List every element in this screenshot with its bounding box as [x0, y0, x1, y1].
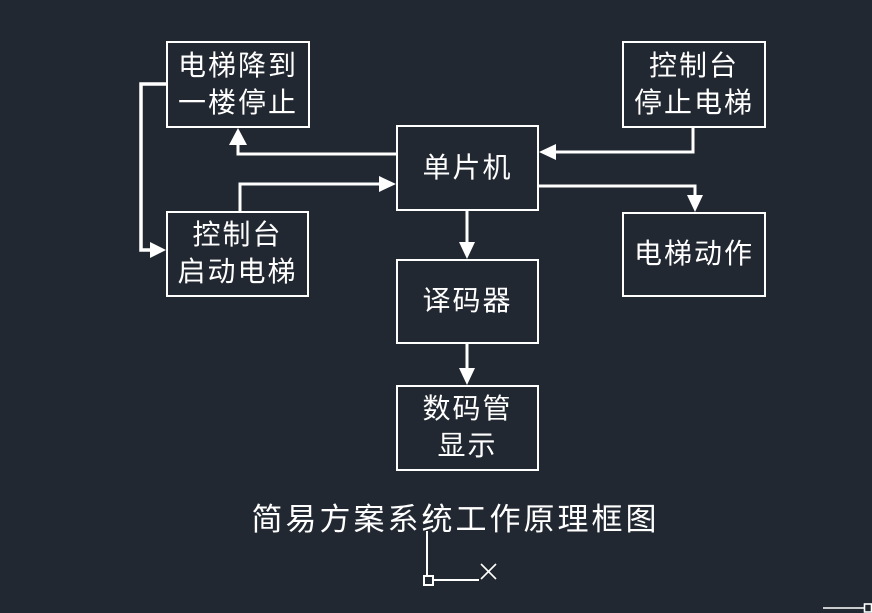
- box-label: 控制台 启动电梯: [177, 220, 298, 288]
- arrowhead-down-icon: [687, 195, 703, 212]
- box-label: 控制台 停止电梯: [633, 50, 754, 119]
- connector-mcu-to-descend[interactable]: [229, 128, 396, 156]
- box-elevator-action[interactable]: 电梯动作: [622, 212, 766, 297]
- box-label: 单片机: [422, 152, 513, 184]
- box-label: 译码器: [422, 286, 513, 317]
- box-elevator-descend-stop[interactable]: 电梯降到 一楼停止: [166, 41, 310, 128]
- arrowhead-down-icon: [459, 368, 475, 385]
- ucs-icon: [423, 531, 479, 586]
- connector-console-start-to-mcu[interactable]: [238, 176, 396, 211]
- arrowhead-left-icon: [539, 144, 556, 160]
- box-microcontroller[interactable]: 单片机: [396, 125, 539, 211]
- arrowhead-right-icon: [379, 176, 396, 192]
- box-label: 电梯降到 一楼停止: [177, 50, 298, 119]
- bottom-right-clipped-entity: [823, 603, 872, 613]
- connector-decoder-to-display[interactable]: [459, 344, 475, 385]
- arrowhead-up-icon: [229, 128, 247, 145]
- box-console-stop-elevator[interactable]: 控制台 停止电梯: [622, 41, 766, 128]
- clipped-rect: [863, 603, 872, 613]
- connector-mcu-to-decoder[interactable]: [459, 211, 475, 259]
- connector-mcu-to-action[interactable]: [539, 184, 703, 212]
- box-digital-tube-display[interactable]: 数码管 显示: [396, 385, 539, 471]
- box-label: 数码管 显示: [422, 394, 513, 462]
- connector-descend-to-console-start[interactable]: [139, 82, 166, 258]
- ucs-origin-square: [423, 575, 434, 586]
- box-console-start-elevator[interactable]: 控制台 启动电梯: [166, 211, 309, 297]
- arrowhead-right-icon: [150, 242, 166, 258]
- connector-console-stop-to-mcu[interactable]: [539, 128, 695, 160]
- diagram-caption[interactable]: 简易方案系统工作原理框图: [251, 502, 660, 537]
- crosshair-cursor-x-icon: [480, 563, 497, 580]
- arrowhead-down-icon: [459, 242, 475, 259]
- box-label: 电梯动作: [633, 239, 754, 270]
- box-decoder[interactable]: 译码器: [396, 259, 539, 344]
